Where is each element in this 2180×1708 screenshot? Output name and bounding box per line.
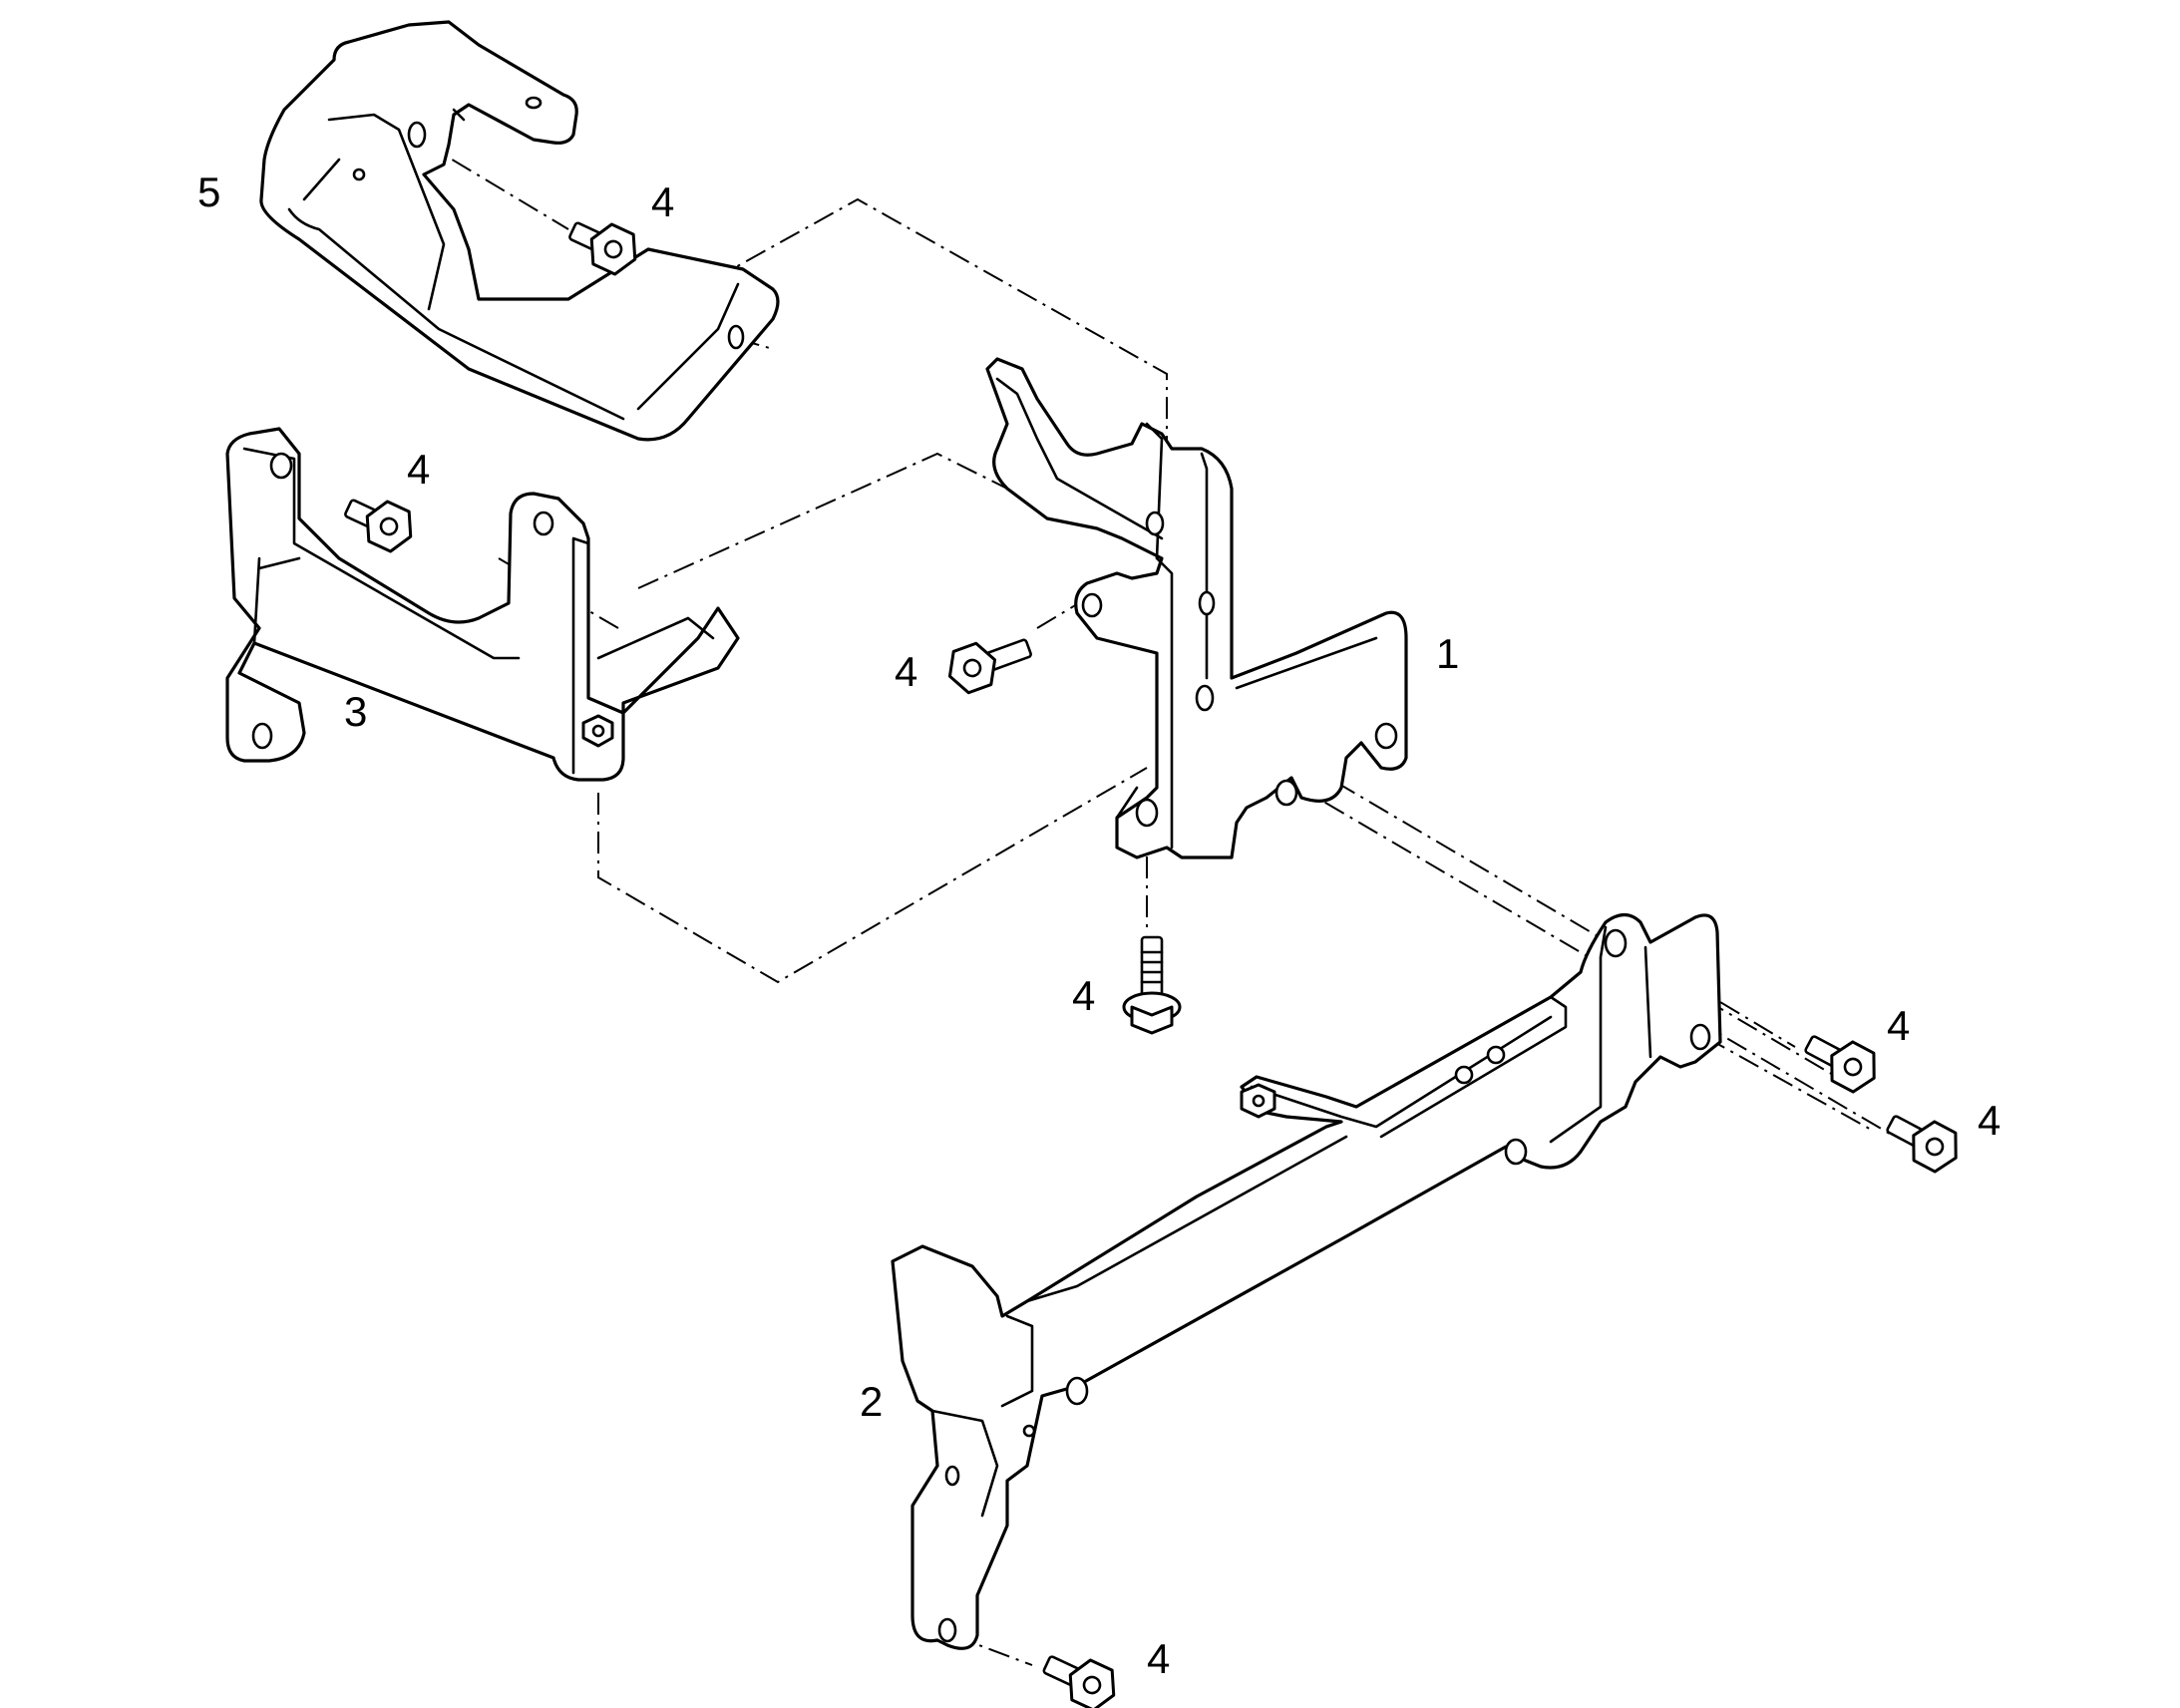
- part-2-hole-small: [1022, 1424, 1036, 1438]
- leader-part2-bolt-right2: [1704, 1036, 1876, 1133]
- part-2-hole-slot-a: [1454, 1065, 1474, 1085]
- callout-bolt-d: 4: [1072, 972, 1095, 1019]
- part-2-hole-upper-tab: [944, 1465, 960, 1487]
- bolt-e-icon: [1804, 1035, 1876, 1094]
- part-1-hole-center: [1195, 684, 1215, 712]
- bolt-f-icon: [1886, 1115, 1958, 1174]
- callout-part-1: 1: [1436, 630, 1459, 677]
- callout-bolt-c: 4: [895, 648, 917, 695]
- part-1-hole-left: [1081, 592, 1103, 618]
- part-3-bracket: [225, 427, 740, 782]
- part-1-hole-top: [1145, 511, 1165, 536]
- bolt-c-icon: [947, 638, 1032, 695]
- bolt-a-icon: [568, 221, 637, 276]
- leader-part3-bottom: [597, 767, 1148, 984]
- part-3-nut-icon: [581, 714, 614, 748]
- part-1-bracket: [985, 357, 1408, 859]
- part-3-hole-right: [533, 511, 554, 536]
- part-5-bracket: [259, 20, 780, 442]
- part-1-hole-right: [1374, 722, 1398, 750]
- part-3-hole-upper: [269, 452, 293, 480]
- part-5-hole-small: [352, 168, 366, 181]
- leader-part2-bolt-right: [1620, 941, 1796, 1048]
- callout-bolt-f: 4: [1978, 1097, 2000, 1144]
- part-2-hole-bottom: [937, 1617, 957, 1643]
- callout-part-2: 2: [860, 1378, 883, 1425]
- part-2-hole-left: [1065, 1376, 1089, 1406]
- part-2-hole-top: [1604, 928, 1628, 958]
- part-1-hole-bottom-right: [1274, 779, 1298, 807]
- part-5-hole-slot: [525, 96, 543, 110]
- part-1-hole-bottom: [1135, 798, 1159, 828]
- bolt-g-icon: [1042, 1655, 1116, 1708]
- part-2-hole-right: [1689, 1023, 1711, 1051]
- part-1-hole-mid: [1198, 590, 1216, 616]
- part-5-hole-left: [407, 121, 427, 149]
- callouts: 1 2 3 5 4 4 4 4 4 4 4: [197, 169, 2000, 1682]
- callout-part-5: 5: [197, 169, 220, 215]
- part-3-hole-lower: [251, 722, 273, 750]
- part-2-hole-slot-b: [1486, 1045, 1506, 1065]
- callout-bolt-b: 4: [407, 446, 430, 493]
- part-5-hole-right: [727, 324, 745, 350]
- part-2-bracket: [891, 912, 1722, 1650]
- bolt-d-icon: [1122, 935, 1182, 1035]
- part-2-nut-icon: [1240, 1083, 1276, 1119]
- callout-part-3: 3: [344, 688, 367, 735]
- callout-bolt-e: 4: [1887, 1002, 1910, 1049]
- part-2-hole-mid: [1504, 1138, 1528, 1166]
- callout-bolt-g: 4: [1147, 1635, 1170, 1682]
- leader-part3-to-part1: [637, 452, 1048, 589]
- callout-bolt-a: 4: [651, 178, 674, 225]
- bolt-b-icon: [344, 499, 413, 553]
